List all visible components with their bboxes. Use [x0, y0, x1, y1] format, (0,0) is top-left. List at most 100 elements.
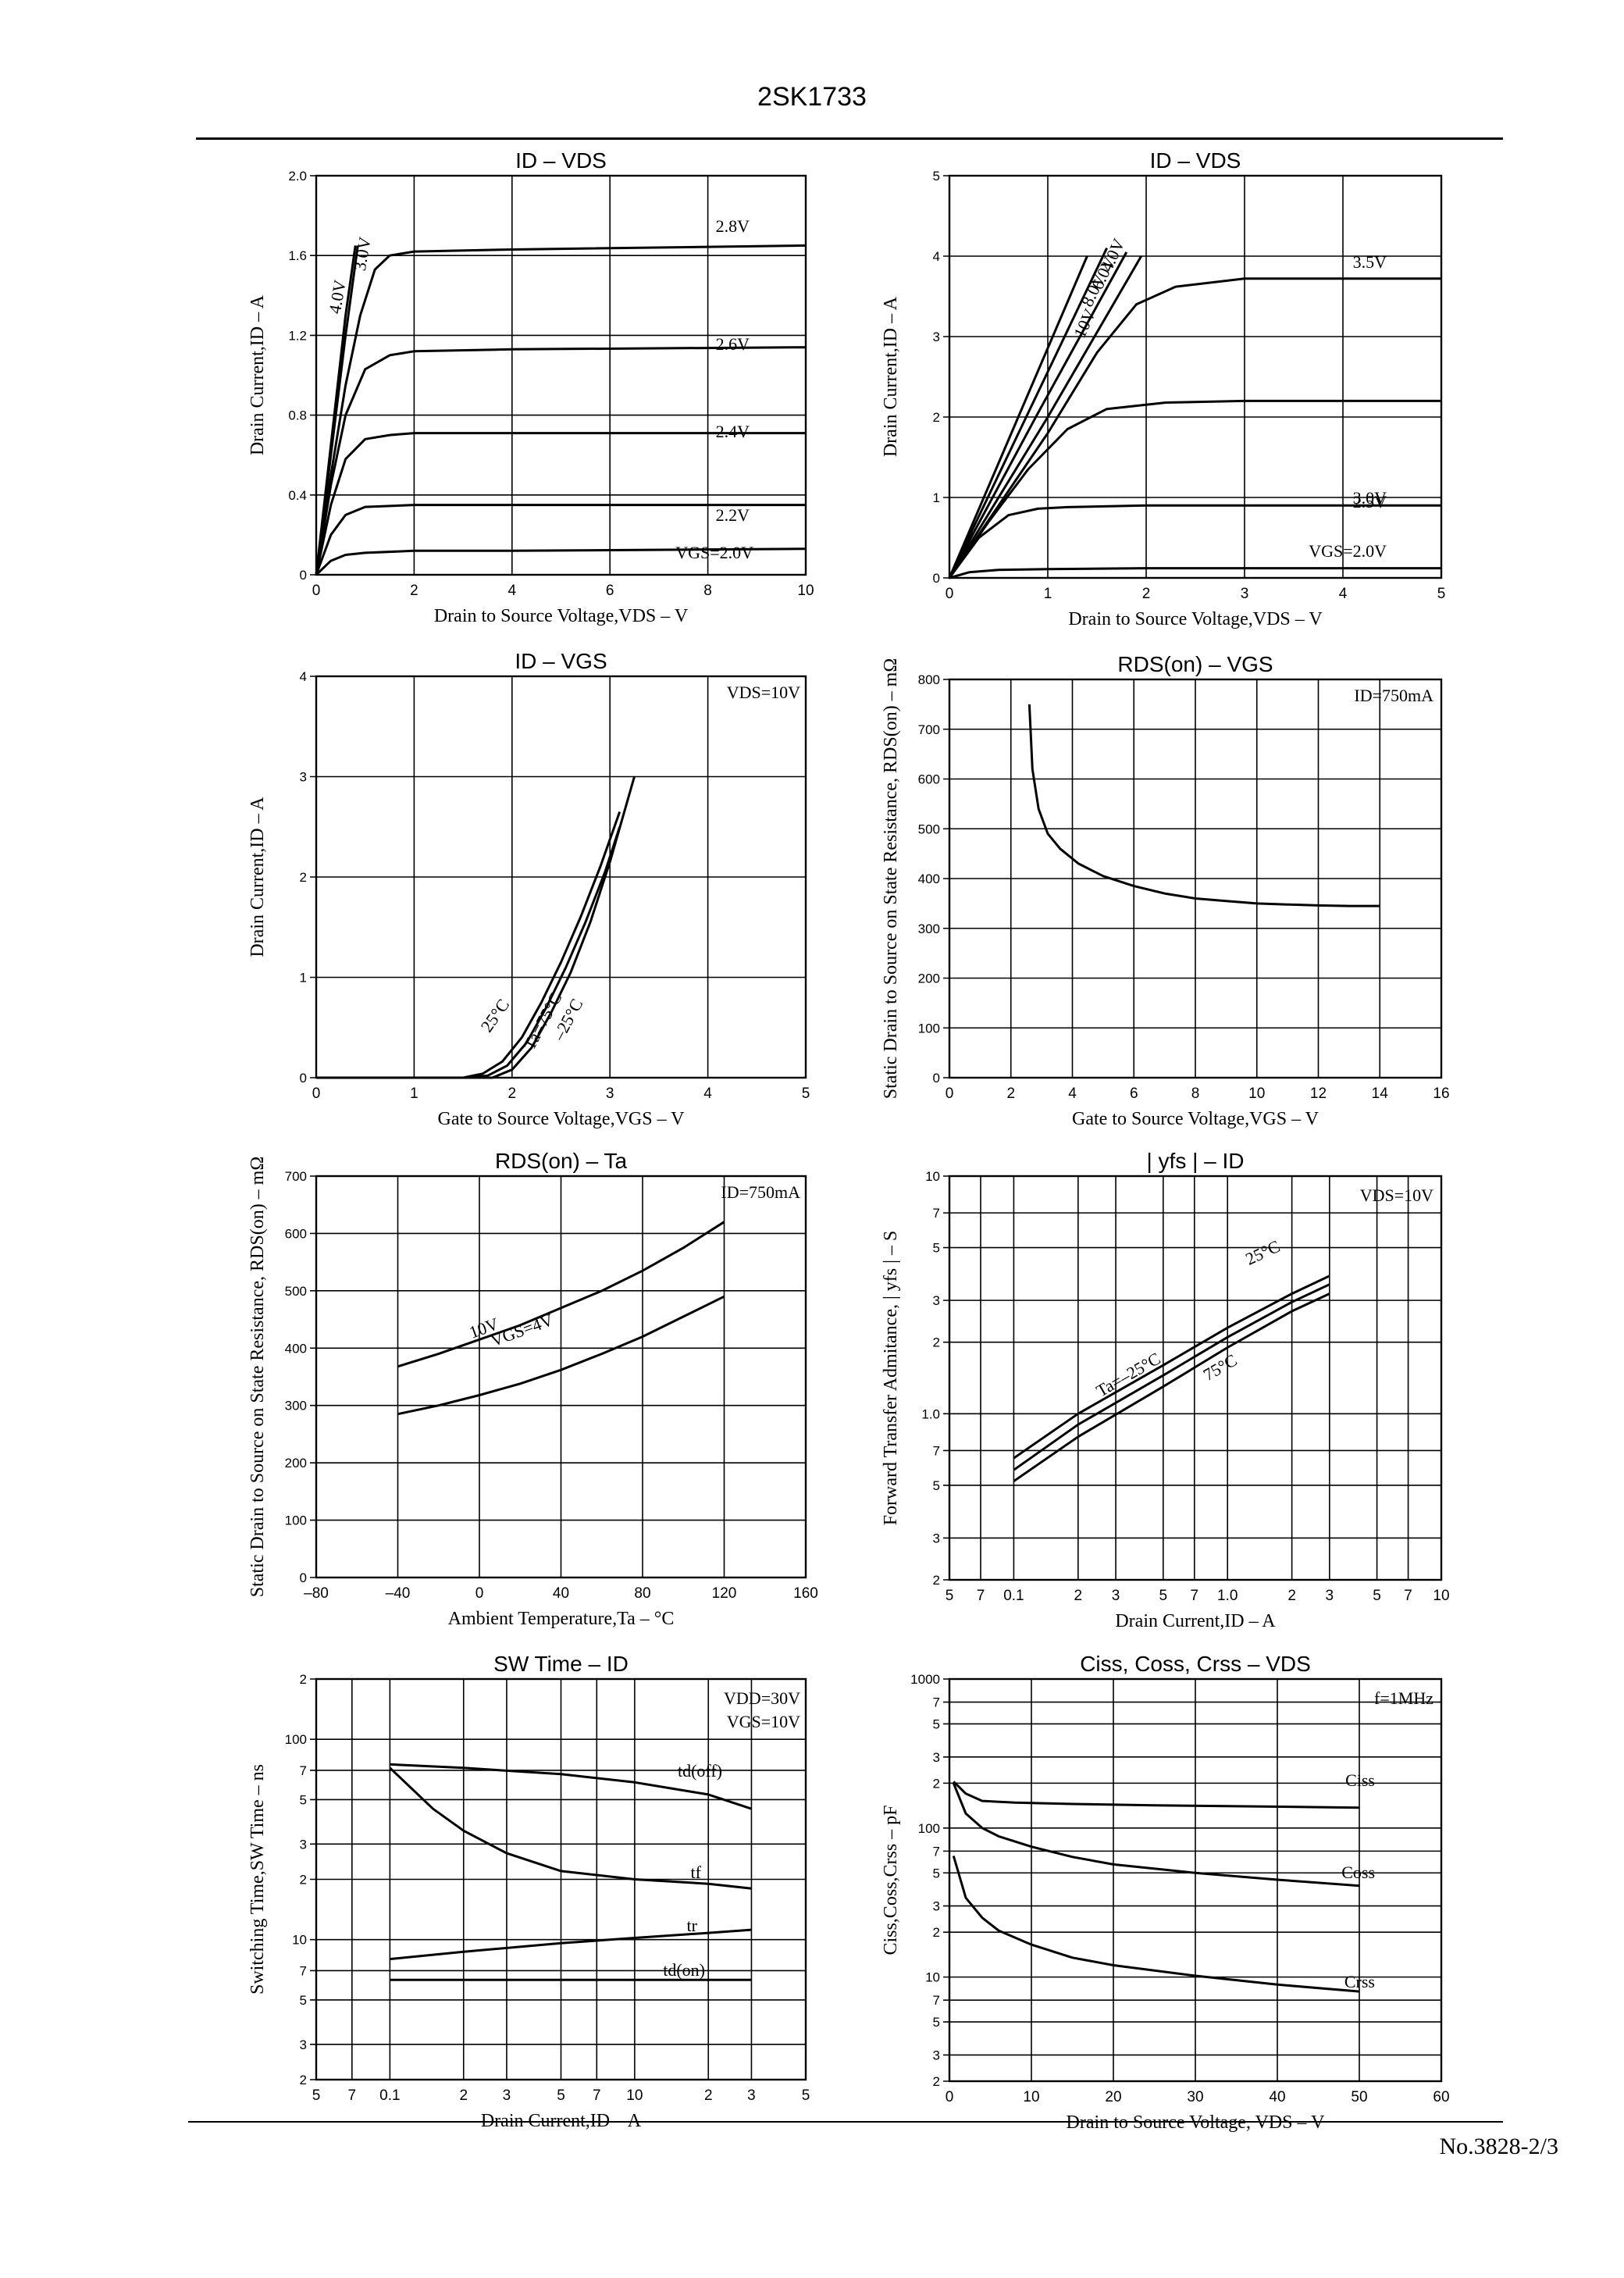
series-line	[948, 255, 1088, 579]
x-tick-label: 16	[1433, 1086, 1449, 1102]
plot-frame	[948, 174, 1443, 579]
part-number: 2SK1733	[757, 82, 867, 112]
x-tick-label: 8	[1191, 1086, 1200, 1102]
series-line	[389, 1766, 752, 1890]
series-line	[948, 399, 1441, 579]
x-tick-label: 5	[802, 1086, 810, 1102]
plot-frame	[315, 675, 807, 1079]
y-tick-label: 5	[933, 1866, 940, 1881]
y-tick-label: 4	[300, 669, 307, 684]
series-line	[315, 346, 807, 576]
y-tick-label: 0	[300, 568, 307, 583]
series-line	[315, 547, 807, 576]
chart-title: ID – VDS	[515, 148, 607, 173]
x-tick-label: 0	[312, 1086, 321, 1102]
x-tick-label: 4	[508, 583, 517, 599]
x-tick-label: 10	[1023, 2089, 1039, 2105]
x-tick-label: 2	[508, 1086, 517, 1102]
y-axis-label: Ciss,Coss,Crss – pF	[881, 1805, 901, 1955]
y-tick-label: 3	[933, 1293, 940, 1308]
y-tick-label: 0	[300, 1570, 307, 1585]
x-tick-label: 2	[459, 2087, 468, 2104]
x-tick-label: 7	[1404, 1588, 1412, 1604]
y-tick-label: 7	[933, 1993, 940, 2008]
x-tick-label: 10	[1248, 1086, 1265, 1102]
x-tick-label: 0	[946, 2089, 954, 2105]
chart-annotation: tr	[687, 1916, 698, 1935]
series-line	[315, 245, 357, 576]
x-tick-label: 3	[606, 1086, 614, 1102]
x-axis-label: Ambient Temperature,Ta – °C	[448, 1609, 675, 1629]
y-tick-label: 3	[300, 1837, 307, 1852]
chart-title: Ciss, Coss, Crss – VDS	[1080, 1652, 1311, 1676]
plot-frame	[948, 678, 1443, 1079]
x-tick-label: 0	[946, 1086, 954, 1102]
y-tick-label: 2	[933, 2074, 940, 2089]
x-tick-label: 5	[1437, 586, 1446, 602]
y-tick-label: 600	[285, 1226, 307, 1241]
series-line	[1013, 1274, 1330, 1460]
x-tick-label: 4	[703, 1086, 712, 1102]
chart-annotation: Ciss	[1345, 1770, 1375, 1790]
y-tick-label: 300	[285, 1399, 307, 1414]
x-tick-label: 2	[1074, 1588, 1083, 1604]
series-line	[1027, 704, 1380, 907]
y-tick-label: 500	[285, 1284, 307, 1299]
y-tick-label: 7	[933, 1695, 940, 1710]
chart-annotation: VGS=2.0V	[1309, 541, 1387, 561]
y-axis-label: Drain Current,ID – A	[248, 294, 268, 455]
x-tick-label: 6	[1130, 1086, 1138, 1102]
x-tick-label: 4	[1339, 586, 1348, 602]
chart-annotation: ID=750mA	[721, 1182, 800, 1202]
x-tick-label: 4	[1068, 1086, 1077, 1102]
series-line	[315, 504, 806, 576]
x-tick-label: –40	[386, 1585, 411, 1602]
series-line	[390, 1763, 752, 1810]
chart-annotation: 2.5V	[1353, 492, 1387, 512]
series-line	[949, 567, 1441, 579]
x-tick-label: 20	[1105, 2089, 1121, 2105]
x-tick-label: 10	[1433, 1588, 1449, 1604]
series-line	[948, 277, 1441, 579]
x-tick-label: 12	[1310, 1086, 1327, 1102]
x-tick-label: 0	[312, 583, 321, 599]
y-tick-label: 0	[300, 1071, 307, 1086]
y-tick-label: 100	[918, 1821, 940, 1836]
y-tick-label: 2	[300, 1672, 307, 1687]
y-tick-label: 700	[285, 1169, 307, 1184]
x-tick-label: 0	[946, 586, 954, 602]
plot-frame	[315, 1175, 807, 1579]
series-line	[316, 826, 621, 1079]
x-tick-label: 7	[977, 1588, 985, 1604]
chart-annotation: td(off)	[678, 1761, 722, 1781]
y-tick-label: 5	[933, 1241, 940, 1256]
x-tick-label: 3	[1241, 586, 1249, 602]
x-axis-label: Drain Current,ID – A	[1115, 1611, 1276, 1631]
y-tick-label: 5	[933, 1717, 940, 1731]
x-tick-label: 6	[606, 583, 614, 599]
x-tick-label: 1	[410, 1086, 418, 1102]
chart-annotation: tf	[691, 1863, 702, 1882]
y-axis-label: Drain Current,ID – A	[248, 797, 268, 957]
x-tick-label: 40	[1269, 2089, 1285, 2105]
x-tick-label: 3	[747, 2087, 756, 2104]
series-line	[953, 1781, 1360, 1809]
y-tick-label: 7	[933, 1206, 940, 1221]
y-tick-label: 3	[300, 2037, 307, 2052]
x-tick-label: 5	[557, 2087, 565, 2104]
chart-annotation: VDS=10V	[1360, 1185, 1433, 1205]
series-line	[316, 811, 621, 1079]
x-tick-label: 5	[1373, 1588, 1381, 1604]
y-tick-label: 2	[300, 1873, 307, 1888]
x-tick-label: 2	[1142, 586, 1151, 602]
y-tick-label: 0.8	[288, 408, 307, 423]
y-tick-label: 2	[933, 1573, 940, 1588]
y-tick-label: 400	[285, 1341, 307, 1356]
x-tick-label: 8	[703, 583, 712, 599]
chart-title: RDS(on) – Ta	[495, 1149, 628, 1173]
y-tick-label: 10	[292, 1933, 307, 1948]
